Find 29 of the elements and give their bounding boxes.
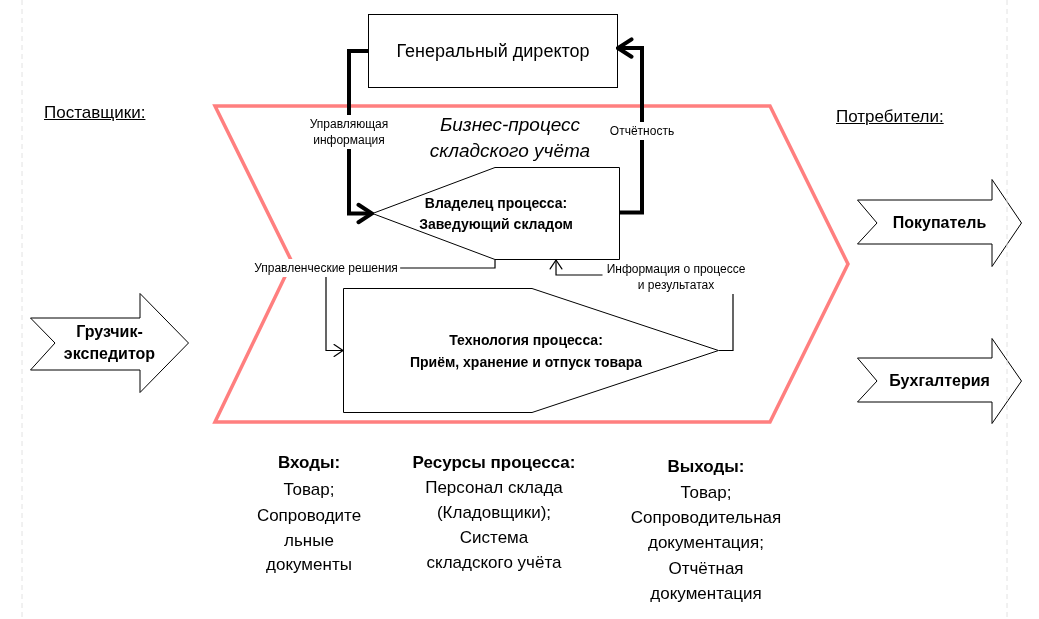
column-text: Товар; bbox=[679, 482, 733, 504]
process-title: Бизнес-процесс складского учёта bbox=[428, 113, 592, 163]
column-heading: Входы: bbox=[276, 452, 342, 474]
column-text: Система складского учёта bbox=[425, 527, 563, 574]
owner-pentagon bbox=[372, 167, 620, 260]
arrow bbox=[616, 37, 644, 215]
column-text: Сопроводительные документы bbox=[255, 505, 363, 576]
edge-label: Отчётность bbox=[607, 122, 677, 140]
column-heading: Выходы: bbox=[666, 456, 746, 478]
technology-description: Приём, хранение и отпуск товара bbox=[409, 352, 643, 372]
column-text: Сопроводительная документация; bbox=[629, 507, 783, 554]
owner-name: Заведующий складом bbox=[419, 214, 573, 234]
director-box bbox=[368, 14, 618, 88]
owner-heading: Владелец процесса: bbox=[424, 193, 568, 213]
block-arrow bbox=[857, 179, 1022, 267]
column-text: Товар; bbox=[282, 479, 336, 501]
column-text: Персонал склада (Кладовщики); bbox=[424, 477, 564, 524]
participant-name: Покупатель bbox=[892, 213, 987, 233]
group-heading: Потребители: bbox=[836, 107, 944, 127]
column-text: Отчётная документация bbox=[649, 558, 763, 605]
technology-heading: Технология процесса: bbox=[449, 330, 603, 350]
participant-name: Бухгалтерия bbox=[889, 371, 990, 391]
participant-name: Грузчик-экспедитор bbox=[62, 322, 157, 364]
block-arrow bbox=[30, 293, 189, 393]
edge-label: Управленческие решения bbox=[252, 259, 400, 277]
column-heading: Ресурсы процесса: bbox=[411, 452, 577, 474]
role-title: Генеральный директор bbox=[396, 39, 590, 63]
group-heading: Поставщики: bbox=[44, 103, 146, 123]
block-arrow bbox=[857, 338, 1022, 424]
